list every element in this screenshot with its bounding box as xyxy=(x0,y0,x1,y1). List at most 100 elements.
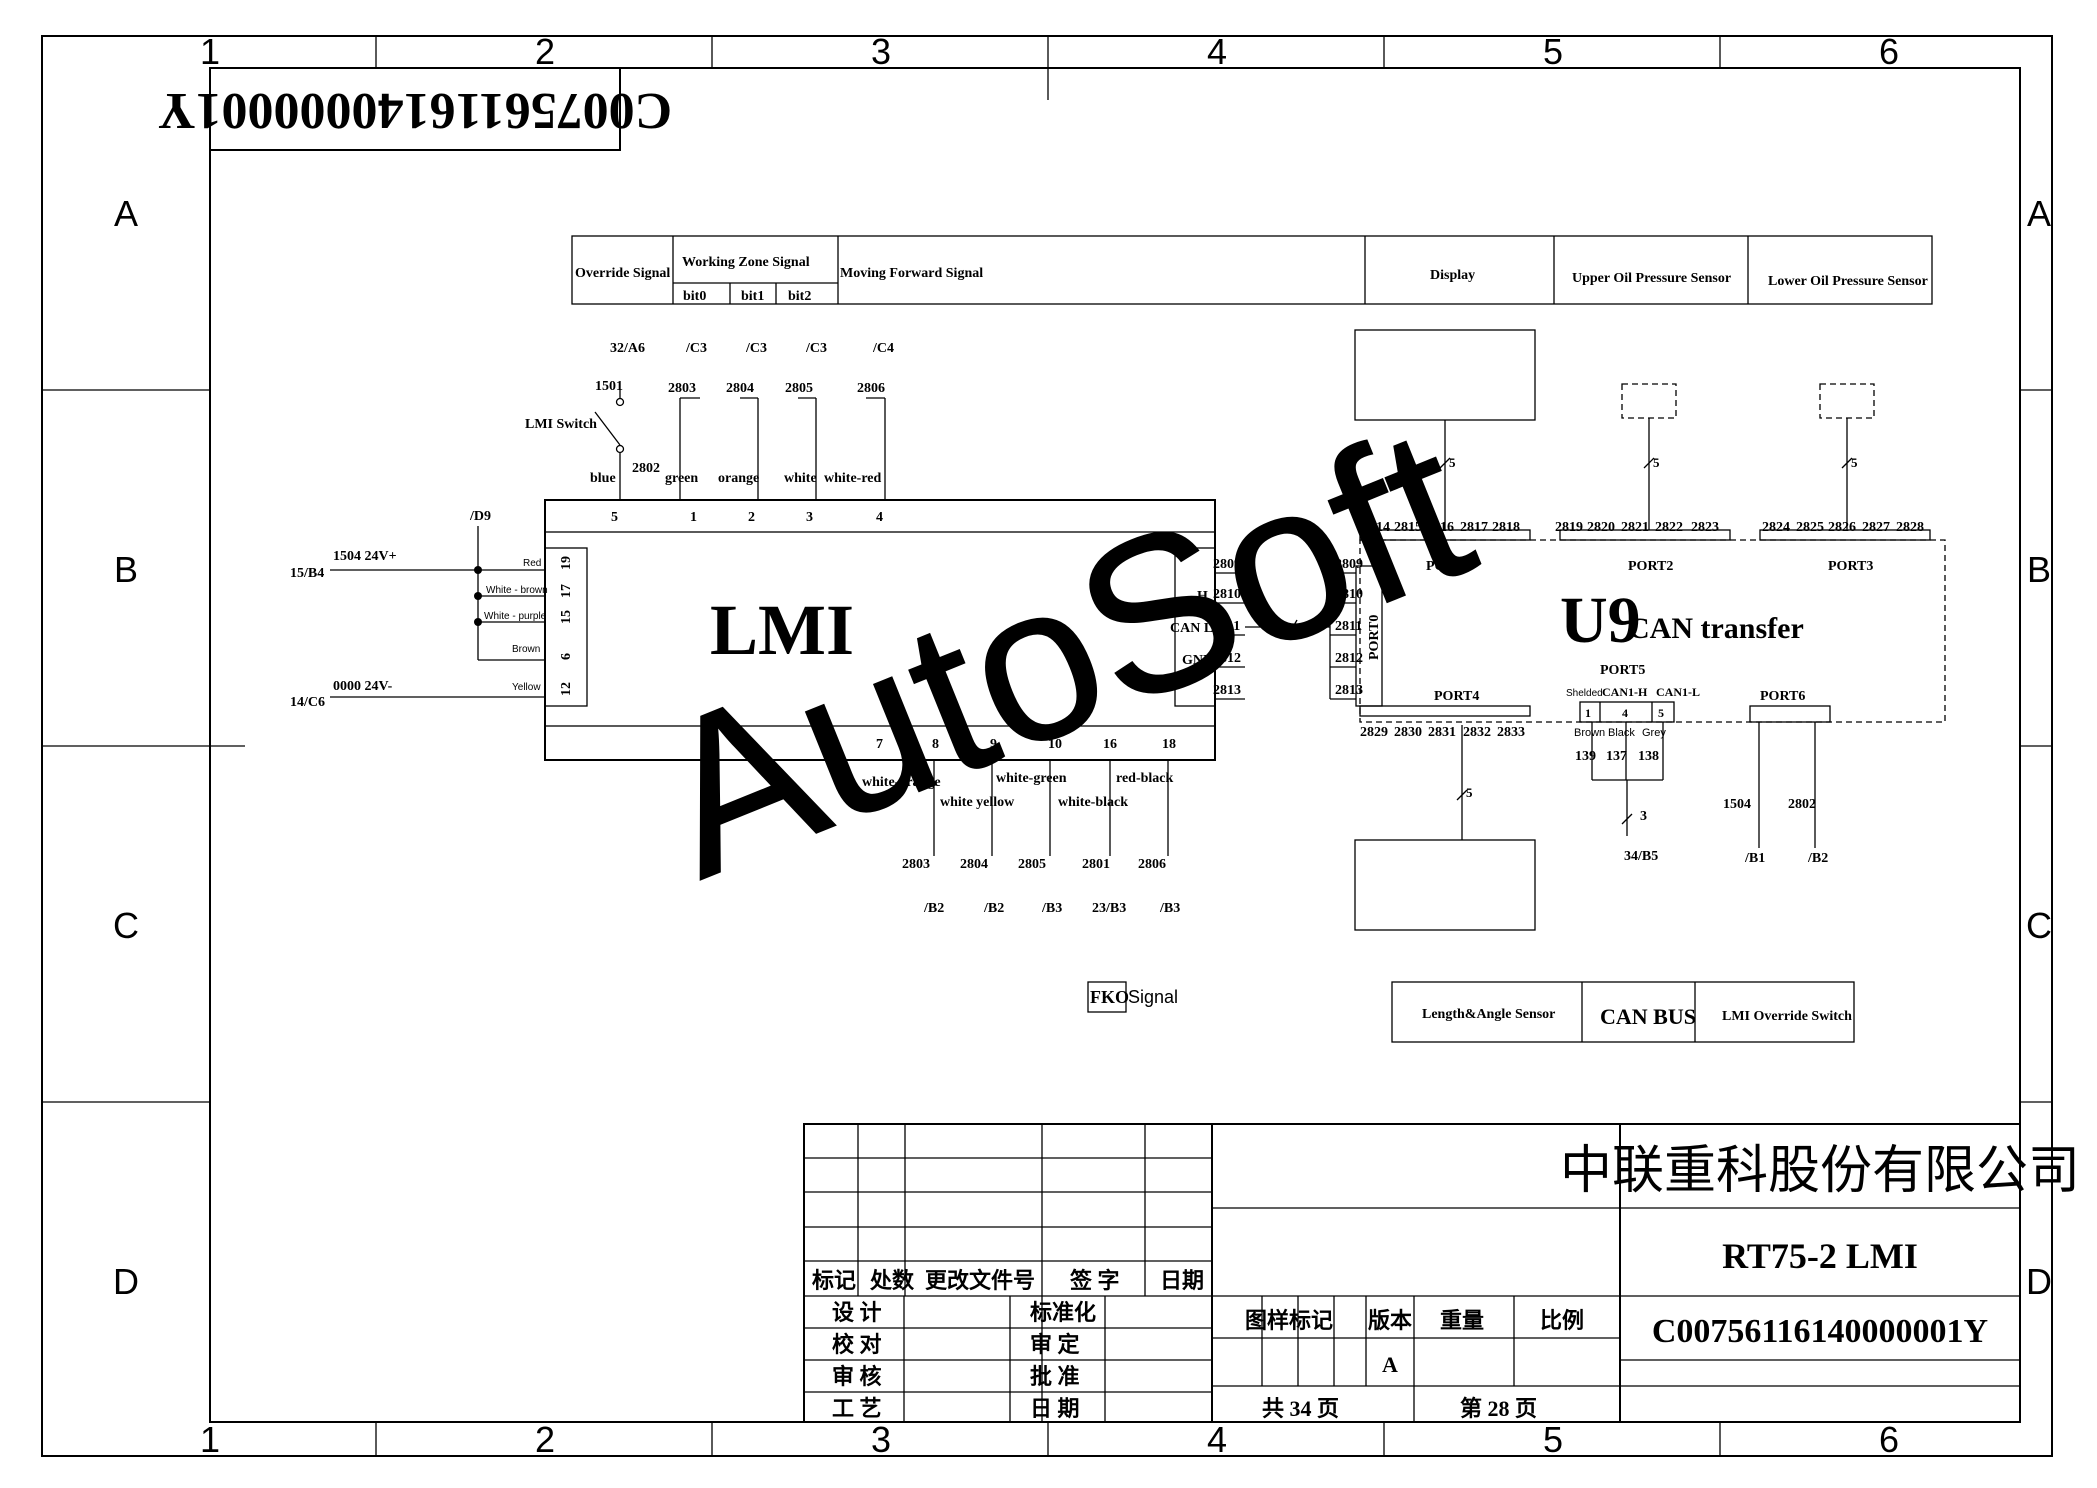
ref-label: /D9 xyxy=(469,509,491,524)
grid-letter: A xyxy=(2027,193,2051,234)
watermark: AutoSoft xyxy=(625,379,1500,923)
ref-label: /B2 xyxy=(983,901,1004,916)
bit2-label: bit2 xyxy=(788,289,811,304)
grid-number: 2 xyxy=(535,31,555,72)
wire-number: 2829 xyxy=(1360,725,1388,740)
port5-signal: CAN1-H xyxy=(1602,685,1648,699)
u9-subtitle: CAN transfer xyxy=(1628,612,1804,645)
length-angle-device xyxy=(1354,839,1536,931)
wire-number: 2812 xyxy=(1213,651,1241,666)
wire-number: 2809 xyxy=(1213,557,1241,572)
drawing-name: RT75-2 LMI xyxy=(1722,1236,1918,1276)
pin-number: 3 xyxy=(806,510,813,525)
grid-letter: D xyxy=(113,1261,139,1302)
wire-number: 138 xyxy=(1638,749,1659,764)
cable-count: 5 xyxy=(1653,455,1660,470)
ref-label: /B3 xyxy=(1041,901,1062,916)
signal-table: Override Signal Working Zone Signal bit0… xyxy=(571,235,1933,305)
grid-letter: C xyxy=(113,905,139,946)
grid-numbers-top: 1 2 3 4 5 6 xyxy=(200,31,1899,72)
fko-signal: FKO Signal xyxy=(1087,981,1178,1013)
wire-number: 2817 xyxy=(1460,520,1488,535)
port3-label: PORT3 xyxy=(1828,559,1873,574)
top-wires: 32/A6 /C3 /C3 /C3 /C4 1501 2803 2804 280… xyxy=(525,341,894,525)
wire-number: 2811 xyxy=(1213,619,1240,634)
wire-number: 2827 xyxy=(1862,520,1890,535)
wire-number: 2804 xyxy=(726,381,754,396)
drawing-number: C00756116140000001Y xyxy=(1652,1313,1988,1350)
supply-neg-ref: 14/C6 xyxy=(290,695,325,710)
role-label: 标准化 xyxy=(1030,1300,1096,1325)
total-pages: 共 34 页 xyxy=(1262,1396,1339,1421)
pin-number: 18 xyxy=(1162,737,1176,752)
wire-number: 2820 xyxy=(1587,520,1615,535)
wire-number: 2824 xyxy=(1762,520,1790,535)
can-label: CAN L xyxy=(1170,621,1213,636)
doc-number-upside-down: C00756116140000001Y xyxy=(158,82,672,139)
ref-label: /B2 xyxy=(1807,851,1828,866)
wire-number: 139 xyxy=(1575,749,1596,764)
mirrored-doc-number: C00756116140000001Y xyxy=(158,67,672,151)
rev-header: 签 字 xyxy=(1069,1268,1120,1293)
wire-number: 2810 xyxy=(1335,587,1363,602)
legend-table: Length&Angle Sensor CAN BUS LMI Override… xyxy=(1391,981,1855,1043)
lmi-unit: LMI /D9 15/B4 1504 24V+ 14/C6 0000 24V- … xyxy=(290,499,1330,916)
bit1-label: bit1 xyxy=(741,289,764,304)
pin-number: 5 xyxy=(1658,706,1664,720)
legend-lmi-override: LMI Override Switch xyxy=(1722,1009,1852,1024)
port5-label: PORT5 xyxy=(1600,663,1645,678)
version-value: A xyxy=(1382,1352,1398,1377)
cable-count: 5 xyxy=(1851,455,1858,470)
can-label: H xyxy=(1197,589,1208,604)
lower-oil-label: Lower Oil Pressure Sensor xyxy=(1768,274,1928,289)
wire-color: white-red xyxy=(824,471,881,486)
pin-number: 1 xyxy=(1585,706,1591,720)
cable-count: 3 xyxy=(1640,809,1647,824)
ref-label: /B3 xyxy=(1159,901,1180,916)
grid-number: 4 xyxy=(1207,31,1227,72)
pin-number: 2 xyxy=(748,510,755,525)
wire-number: 2811 xyxy=(1335,619,1362,634)
pin-number: 17 xyxy=(559,584,574,598)
wire-color: White - brown xyxy=(486,585,548,596)
wire-color: white-black xyxy=(1058,795,1128,810)
grid-number: 5 xyxy=(1543,31,1563,72)
role-label: 审 核 xyxy=(832,1364,882,1389)
grid-letter: B xyxy=(2027,549,2051,590)
legend-length-angle: Length&Angle Sensor xyxy=(1422,1007,1555,1022)
wire-color: blue xyxy=(590,471,616,486)
cable-count: 5 xyxy=(1449,455,1456,470)
wire-number: 2833 xyxy=(1497,725,1525,740)
wire-color: Red xyxy=(523,558,541,569)
info-header: 版本 xyxy=(1368,1308,1412,1333)
can-label: GND xyxy=(1182,653,1213,668)
pin-number: 8 xyxy=(932,737,939,752)
top-devices: 5 5 5 5 xyxy=(1354,329,1875,931)
grid-letters: A B C D A B C D xyxy=(113,193,2052,1302)
wire-color: white xyxy=(784,471,817,486)
grid-number: 5 xyxy=(1543,1419,1563,1460)
bus-count: 5 xyxy=(1285,621,1292,636)
ref-label: /B1 xyxy=(1744,851,1765,866)
role-label: 审 定 xyxy=(1030,1332,1080,1357)
pin-number: 5 xyxy=(611,510,618,525)
grid-number: 3 xyxy=(871,31,891,72)
wire-number: 1501 xyxy=(595,379,623,394)
working-zone-signal-label: Working Zone Signal xyxy=(682,255,810,270)
wire-number: 2814 xyxy=(1362,520,1390,535)
pin-number: 9 xyxy=(990,737,997,752)
wire-number: 1504 xyxy=(1723,797,1751,812)
fko-signal-label: Signal xyxy=(1128,987,1178,1007)
port4-label: PORT4 xyxy=(1434,689,1479,704)
wire-color: White - purple xyxy=(484,611,547,622)
pin-number: 12 xyxy=(559,682,574,696)
pin-number: 6 xyxy=(559,653,574,660)
grid-number: 1 xyxy=(200,31,220,72)
moving-forward-signal-label: Moving Forward Signal xyxy=(840,266,983,281)
company-name: 中联重科股份有限公司 xyxy=(1560,1142,2080,1200)
wire-number: 2802 xyxy=(1788,797,1816,812)
wire-color: Brown xyxy=(512,644,540,655)
wire-number: 2805 xyxy=(1018,857,1046,872)
port6-label: PORT6 xyxy=(1760,689,1805,704)
bit0-label: bit0 xyxy=(683,289,706,304)
